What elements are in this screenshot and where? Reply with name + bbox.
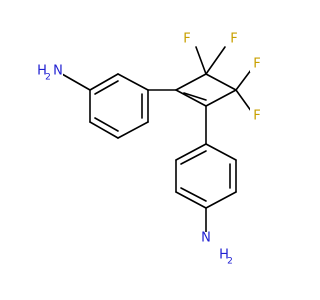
amine-top-hydrogen: H (37, 64, 47, 79)
fluorine-2: F (230, 32, 237, 47)
bond (117, 121, 149, 139)
bond (175, 143, 207, 161)
bond (205, 143, 237, 161)
amine-bottom-hydrogen-subscript: 2 (227, 257, 233, 267)
amine-top-nitrogen: N (53, 64, 63, 79)
bond (89, 73, 119, 91)
bond (205, 191, 237, 209)
bond (195, 46, 207, 75)
amine-bottom-hydrogen: H (219, 248, 229, 263)
bond (175, 191, 207, 209)
bond (89, 121, 119, 139)
amine-top-hydrogen-subscript: 2 (45, 73, 51, 83)
molecule-diagram: H 2 N N H 2 F F F F (33, 31, 265, 267)
bond (183, 92, 207, 101)
bond (94, 80, 119, 95)
bond (205, 89, 237, 107)
amine-bottom-nitrogen: N (201, 231, 211, 246)
structure-svg: H 2 N N H 2 F F F F (33, 31, 265, 267)
amine-top-label: H 2 N (33, 63, 63, 83)
fluorine-4: F (253, 109, 260, 124)
fluorine-labels: F F F F (180, 31, 265, 124)
bond (180, 150, 207, 165)
bond (205, 73, 237, 91)
bond (175, 89, 207, 107)
atom-labels: H 2 N N H 2 F F F F (33, 31, 265, 267)
bond (94, 117, 119, 132)
bond (205, 46, 226, 75)
amine-bottom-label: N H 2 (194, 231, 233, 267)
bonds (61, 46, 255, 235)
fluorine-3: F (253, 57, 260, 72)
bond (61, 73, 91, 91)
fluorine-1: F (183, 32, 190, 47)
bond (175, 73, 207, 91)
bond (117, 73, 149, 91)
bond (180, 187, 207, 202)
